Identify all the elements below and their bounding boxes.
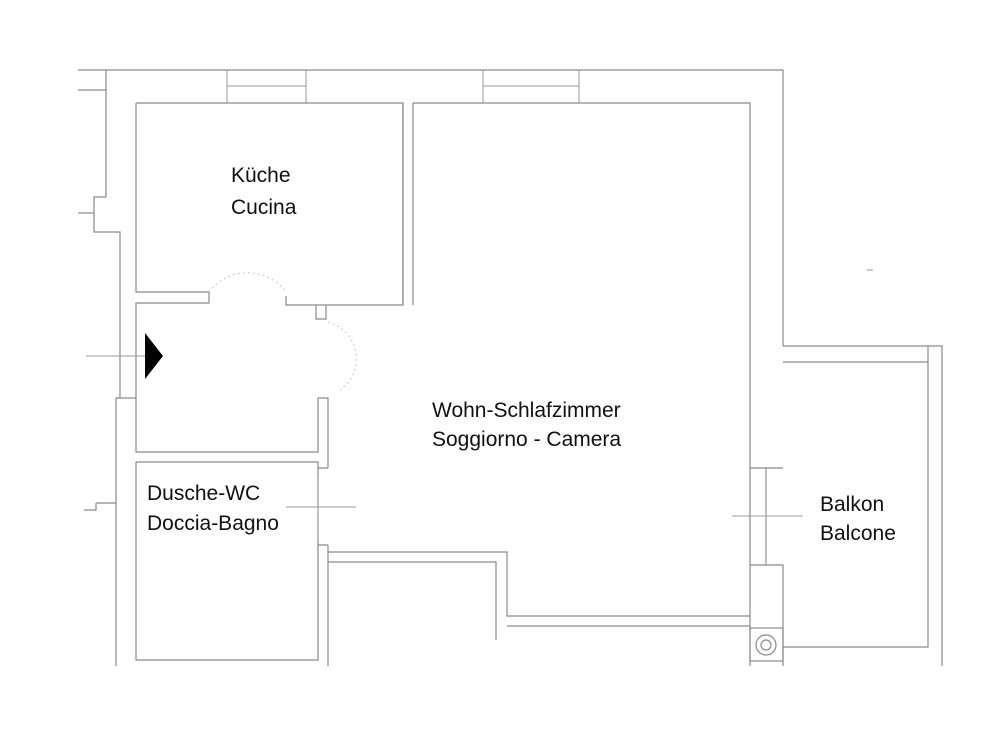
balcony-label-it: Balcone: [820, 522, 896, 545]
bath-walls: [135, 461, 356, 661]
kitchen-label-de: Küche: [231, 164, 291, 187]
lower-walls: [327, 467, 784, 666]
hall-walls: [116, 313, 329, 468]
kitchen-label-it: Cucina: [231, 196, 297, 219]
top-windows: [226, 70, 580, 103]
kitchen-walls: [135, 102, 751, 468]
balcony-railing: [783, 345, 943, 666]
balcony-label-de: Balkon: [820, 493, 884, 516]
door-swings: [208, 272, 357, 391]
bath-label-it: Doccia-Bagno: [147, 512, 279, 535]
outer-walls: [78, 69, 784, 666]
chimney-circle-icon: [749, 627, 784, 662]
balcony-door: [732, 468, 803, 565]
living-label-de: Wohn-Schlafzimmer: [432, 399, 621, 422]
entrance-arrow-icon: [86, 333, 163, 379]
living-label-it: Soggiorno - Camera: [432, 428, 621, 451]
bath-label-de: Dusche-WC: [147, 482, 260, 505]
